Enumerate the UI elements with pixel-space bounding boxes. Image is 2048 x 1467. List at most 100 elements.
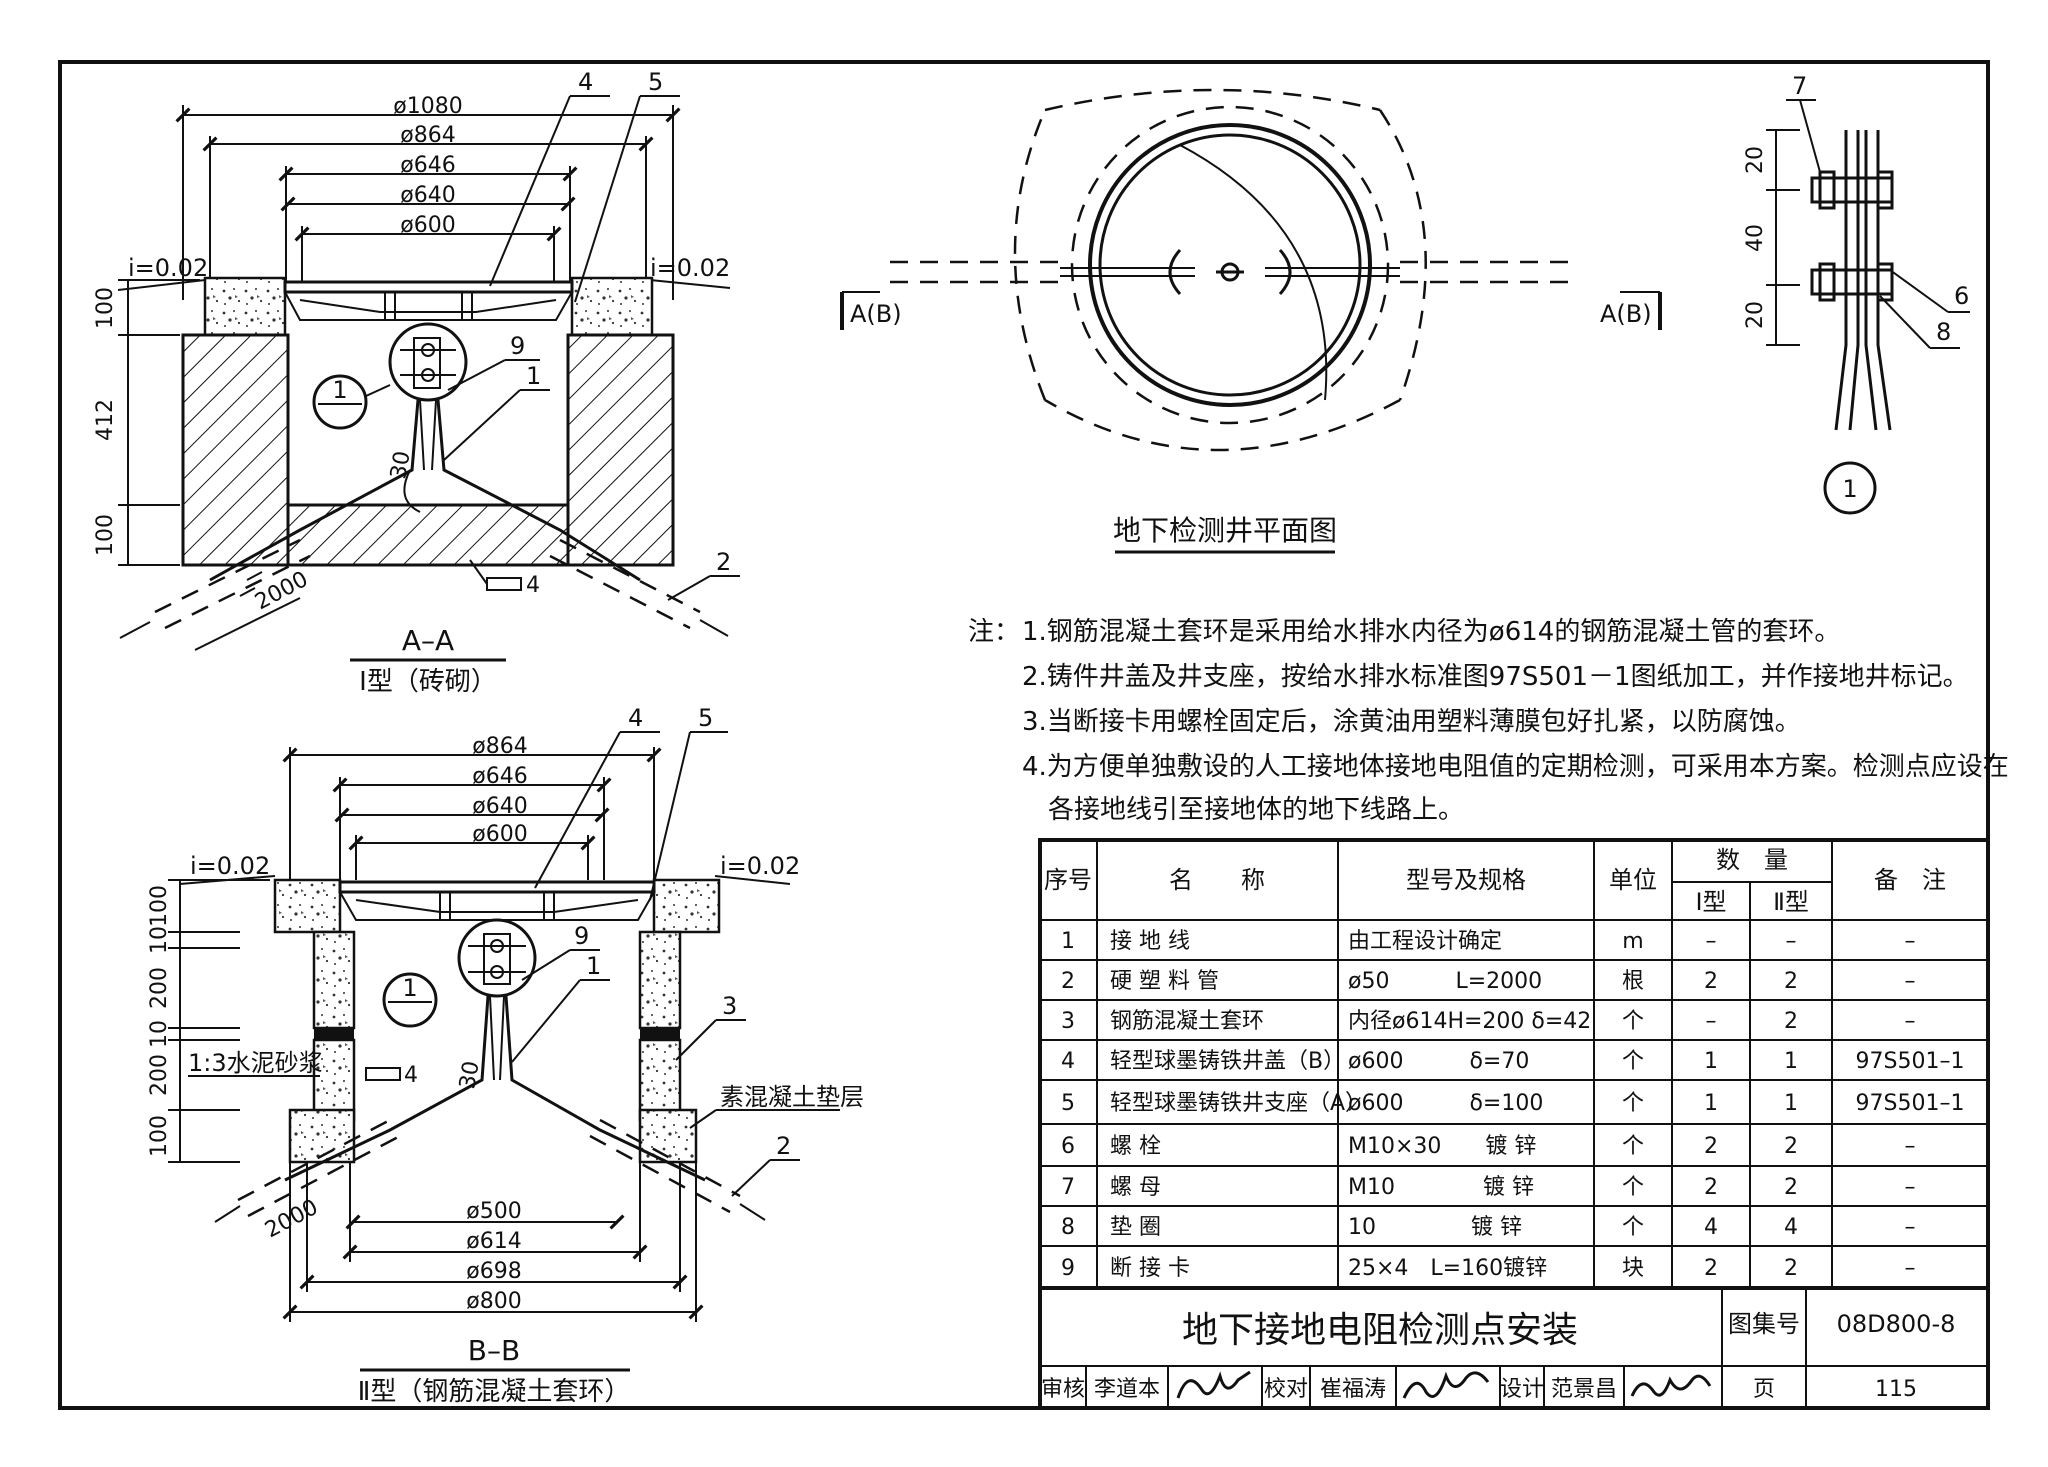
svg-text:1: 1 (402, 974, 417, 1002)
table-cell-remark: – (1905, 1256, 1916, 1281)
table-cell-name: 轻型球墨铸铁井盖（B） (1110, 1049, 1345, 1074)
table-cell-remark: – (1905, 929, 1916, 954)
table-cell-name: 轻型球墨铸铁井支座（A） (1110, 1091, 1367, 1116)
table-cell-q2: 1 (1784, 1091, 1798, 1116)
aa-pipe-right (549, 538, 729, 637)
table-cell-unit: 个 (1622, 1009, 1644, 1034)
aa-well-cover (283, 280, 574, 294)
notes-prefix: 注： (968, 617, 1020, 647)
table-cell-spec: M10 镀 锌 (1348, 1175, 1534, 1200)
svg-text:ø614: ø614 (466, 1229, 521, 1254)
table-cell-q1: 2 (1704, 1134, 1718, 1159)
bb-plain-concrete-label: 素混凝土垫层 (720, 1083, 864, 1111)
note-1: 1.钢筋混凝土套环是采用给水排水内径为ø614的钢筋混凝土管的套环。 (1022, 617, 1840, 647)
table-cell-no: 9 (1061, 1256, 1075, 1281)
table-cell-no: 5 (1061, 1091, 1075, 1116)
plan-well-outer (1088, 123, 1372, 407)
reviewer-name: 李道本 (1094, 1377, 1160, 1402)
section-aa: ø1080 ø864 ø646 ø640 ø600 100 412 100 (93, 68, 740, 697)
aa-title: A–A (402, 624, 454, 657)
svg-text:ø646: ø646 (472, 764, 527, 789)
svg-text:10: 10 (147, 1020, 172, 1048)
aa-dimensions: ø1080 ø864 ø646 ø640 ø600 100 412 100 (93, 94, 681, 566)
table-cell-no: 2 (1061, 969, 1075, 994)
table-cell-remark: – (1905, 1175, 1916, 1200)
table-cell-unit: 个 (1622, 1091, 1644, 1116)
table-cell-q1: – (1706, 929, 1717, 954)
check-label: 校对 (1264, 1377, 1308, 1402)
svg-text:6: 6 (1954, 282, 1969, 310)
th-name: 名 称 (1169, 866, 1265, 894)
designer-name: 范景昌 (1551, 1377, 1617, 1402)
table-cell-q2: 2 (1784, 969, 1798, 994)
table-cell-remark: – (1905, 969, 1916, 994)
th-unit: 单位 (1609, 866, 1657, 894)
table-cell-q1: 2 (1704, 969, 1718, 994)
atlas-label: 图集号 (1728, 1310, 1800, 1338)
table-cell-remark: – (1905, 1009, 1916, 1034)
table-cell-unit: 块 (1622, 1256, 1644, 1281)
table-cell-q2: 4 (1784, 1215, 1798, 1240)
designer-signature (1630, 1374, 1712, 1397)
table-cell-q2: – (1786, 929, 1797, 954)
table-cell-unit: m (1622, 929, 1643, 954)
th-remark: 备 注 (1874, 866, 1946, 894)
table-cell-remark: 97S501–1 (1856, 1091, 1965, 1116)
table-cell-unit: 个 (1622, 1049, 1644, 1074)
table-cell-unit: 个 (1622, 1134, 1644, 1159)
svg-text:ø800: ø800 (466, 1289, 521, 1314)
svg-text:10: 10 (147, 926, 172, 954)
th-spec: 型号及规格 (1406, 866, 1526, 894)
svg-text:100: 100 (147, 1115, 172, 1157)
note-2: 2.铸件井盖及井支座，按给水排水标准图97S501－1图纸加工，并作接地井标记。 (1022, 662, 1969, 692)
table-cell-q1: 2 (1704, 1175, 1718, 1200)
table-cell-no: 8 (1061, 1215, 1075, 1240)
table-cell-no: 1 (1061, 929, 1075, 954)
aa-callouts: 4 5 9 1 2 (443, 68, 740, 601)
table-cell-q2: 1 (1784, 1049, 1798, 1074)
svg-text:1: 1 (526, 362, 541, 390)
aa-wall-left (181, 333, 290, 567)
table-cell-spec: ø600 δ=100 (1348, 1091, 1543, 1116)
atlas-number: 08D800-8 (1837, 1310, 1956, 1338)
svg-text:5: 5 (698, 704, 713, 732)
bb-ring-right-lower (638, 1038, 682, 1122)
svg-text:3: 3 (722, 992, 737, 1020)
bb-detail-ref (382, 972, 438, 1028)
table-cell-unit: 个 (1622, 1175, 1644, 1200)
section-bb: ø864 ø646 ø640 ø600 ø500 ø614 ø698 ø800 (147, 704, 864, 1407)
detail-ref-bubble (1823, 461, 1877, 515)
bb-ring-left-upper (312, 930, 356, 1030)
table-cell-no: 7 (1061, 1175, 1075, 1200)
svg-text:1: 1 (332, 376, 347, 404)
svg-text:4: 4 (628, 704, 643, 732)
svg-text:ø600: ø600 (472, 822, 527, 847)
aa-dim-4: ø640 (400, 183, 455, 208)
bb-title: B–B (468, 1334, 520, 1367)
svg-text:30: 30 (455, 1059, 484, 1091)
note-4: 4.为方便单独敷设的人工接地体接地电阻值的定期检测，可采用本方案。检测点应设在 (1022, 752, 2009, 782)
svg-text:8: 8 (1936, 318, 1951, 346)
table-cell-spec: ø50 L=2000 (1348, 969, 1542, 994)
notes: 注： 1.钢筋混凝土套环是采用给水排水内径为ø614的钢筋混凝土管的套环。 2.… (968, 617, 2009, 825)
th-qty: 数 量 (1716, 846, 1788, 874)
table-cell-unit: 个 (1622, 1215, 1644, 1240)
svg-text:7: 7 (1792, 72, 1807, 100)
table-cell-no: 4 (1061, 1049, 1075, 1074)
svg-text:20: 20 (1743, 301, 1768, 329)
table-cell-no: 3 (1061, 1009, 1075, 1034)
drawing-title: 地下接地电阻检测点安装 (1182, 1310, 1578, 1351)
svg-text:ø864: ø864 (472, 734, 527, 759)
table-cell-q1: 2 (1704, 1256, 1718, 1281)
th-qty1: Ⅰ型 (1695, 888, 1726, 916)
bb-pipe-right (589, 1118, 766, 1221)
note-3: 3.当断接卡用螺栓固定后，涂黄油用塑料薄膜包好扎紧，以防腐蚀。 (1022, 707, 1801, 737)
aa-pipe-left (119, 538, 311, 639)
svg-text:2: 2 (716, 548, 731, 576)
table-cell-name: 钢筋混凝土套环 (1110, 1009, 1264, 1034)
svg-text:4: 4 (578, 68, 593, 96)
sheet-border (58, 60, 1990, 1410)
